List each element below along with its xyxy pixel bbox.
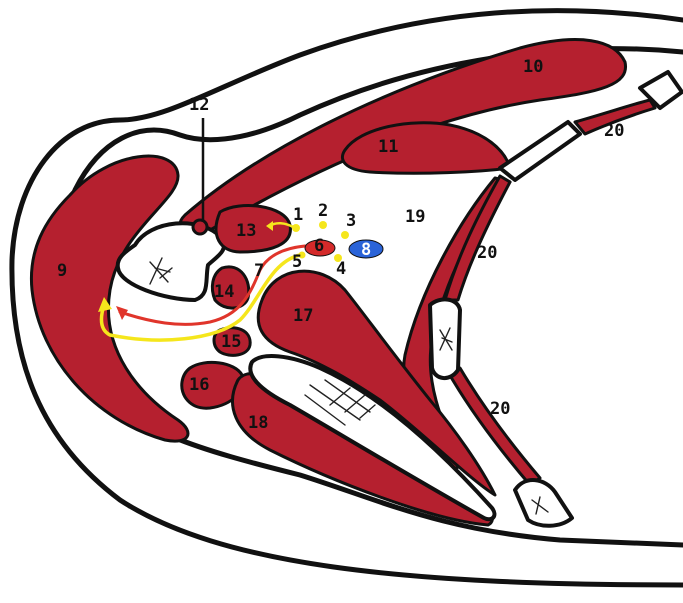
label-18: 18 [248, 413, 268, 433]
label-20-upper: 20 [604, 121, 624, 141]
bone-tendon-segment [500, 122, 580, 180]
label-17: 17 [293, 306, 313, 326]
muscle-9 [31, 156, 188, 441]
label-4: 4 [336, 259, 346, 279]
label-7: 7 [254, 261, 264, 281]
label-10: 10 [523, 57, 543, 77]
artery-path-arrowhead [116, 306, 128, 320]
label-20-middle: 20 [477, 243, 497, 263]
bone-bottom-right [515, 480, 572, 526]
label-11: 11 [378, 137, 398, 157]
label-15: 15 [221, 332, 241, 352]
label-1: 1 [293, 205, 303, 225]
label-6: 6 [314, 236, 324, 256]
label-8: 8 [361, 240, 371, 260]
label-19: 19 [405, 207, 425, 227]
label-3: 3 [346, 211, 356, 231]
label-13: 13 [236, 221, 256, 241]
label-12: 12 [189, 95, 209, 115]
nerve-dot-3 [341, 231, 349, 239]
label-9: 9 [57, 261, 67, 281]
label-16: 16 [189, 375, 209, 395]
label-2: 2 [318, 201, 328, 221]
nerve-dot-2 [319, 221, 327, 229]
label-5: 5 [292, 252, 302, 272]
label-20-lower: 20 [490, 399, 510, 419]
muscle-12 [193, 220, 207, 234]
nerve-dot-1 [292, 224, 300, 232]
label-14: 14 [214, 282, 234, 302]
